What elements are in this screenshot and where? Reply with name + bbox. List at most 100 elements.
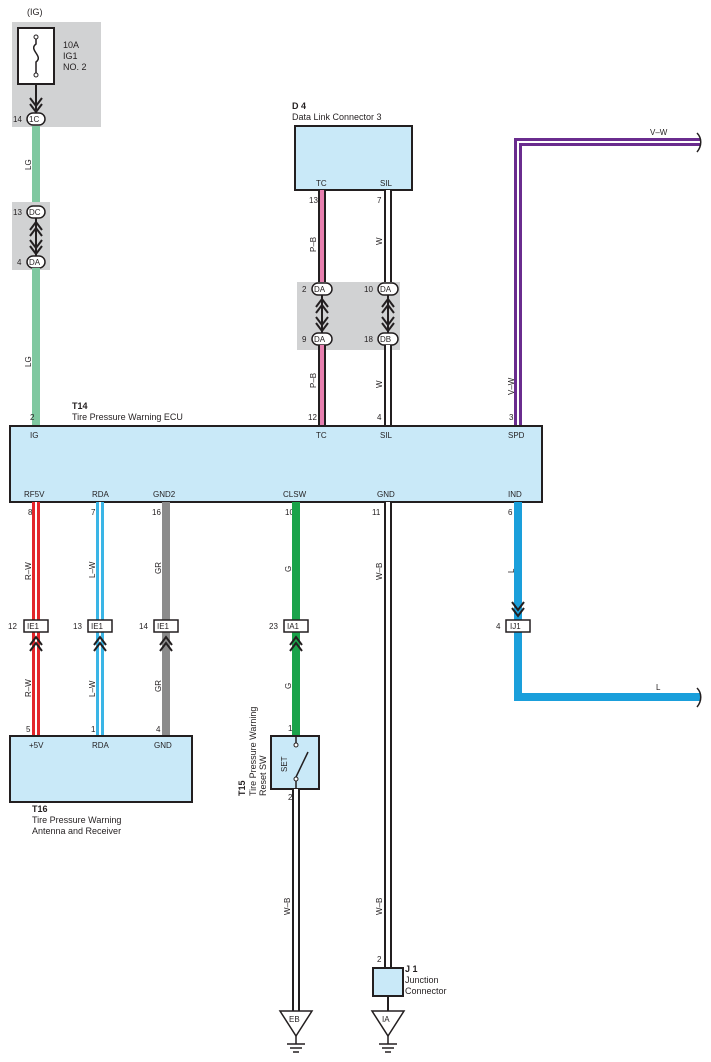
- svg-text:7: 7: [91, 508, 96, 517]
- wire-g: [292, 502, 300, 736]
- svg-text:5: 5: [26, 725, 31, 734]
- svg-text:13: 13: [13, 208, 22, 217]
- svg-text:TC: TC: [316, 431, 327, 440]
- svg-text:4: 4: [17, 258, 22, 267]
- t16-antenna-receiver: +5V RDA GND T16 Tire Pressure Warning An…: [9, 735, 193, 836]
- t16-ref: T16: [32, 804, 48, 814]
- wire-vw: [514, 138, 700, 426]
- svg-text:GND: GND: [154, 741, 172, 750]
- svg-text:DA: DA: [29, 258, 41, 267]
- svg-text:2: 2: [30, 413, 35, 422]
- svg-text:RF5V: RF5V: [24, 490, 45, 499]
- wire-lg-2: [32, 268, 40, 426]
- svg-text:R–W: R–W: [24, 562, 33, 580]
- svg-text:2: 2: [377, 955, 382, 964]
- d4-name: Data Link Connector 3: [292, 112, 382, 122]
- t16-name1: Tire Pressure Warning: [32, 815, 121, 825]
- wire-pb-upper: [318, 190, 326, 286]
- svg-text:1: 1: [91, 725, 96, 734]
- t14-ref: T14: [72, 401, 88, 411]
- svg-text:W–B: W–B: [375, 898, 384, 915]
- wire-w-lower: [384, 345, 392, 426]
- svg-text:RDA: RDA: [92, 741, 110, 750]
- svg-text:13: 13: [309, 196, 318, 205]
- svg-text:GR: GR: [154, 562, 163, 574]
- svg-text:IE1: IE1: [27, 622, 40, 631]
- svg-text:12: 12: [8, 622, 17, 631]
- svg-text:18: 18: [364, 335, 373, 344]
- t14-name: Tire Pressure Warning ECU: [72, 412, 183, 422]
- svg-text:10: 10: [364, 285, 373, 294]
- svg-text:TC: TC: [316, 179, 327, 188]
- t15-name1: Tire Pressure Warning: [248, 707, 258, 796]
- svg-text:IG: IG: [30, 431, 38, 440]
- svg-text:L–W: L–W: [88, 561, 97, 578]
- ground-ia-icon: IA: [370, 1010, 406, 1053]
- pin-14: 14: [13, 115, 22, 124]
- wire-break-icon: [696, 687, 702, 708]
- t15-reset-switch: 1 2 SET T15 Tire Pressure Warning Reset …: [237, 707, 320, 802]
- wire-rw: [32, 502, 40, 736]
- svg-text:12: 12: [308, 413, 317, 422]
- svg-text:DA: DA: [314, 285, 326, 294]
- d4-data-link-connector: D 4 Data Link Connector 3 TC SIL: [292, 101, 413, 191]
- svg-text:R–W: R–W: [24, 679, 33, 697]
- ground-eb-icon: EB: [278, 1010, 314, 1053]
- svg-text:W–B: W–B: [375, 563, 384, 580]
- fuse-name1: IG1: [63, 51, 78, 61]
- wire-lw: [96, 502, 104, 736]
- connector-ie1-c: IE1 14: [139, 619, 179, 652]
- fuse-block: (IG) 10A IG1 NO. 2 1C 14: [12, 7, 101, 127]
- wire-lg-1: [32, 126, 40, 208]
- junction-da-db: DA 2 DA 9 DA 10 DB 18: [297, 282, 400, 350]
- svg-text:3: 3: [509, 413, 514, 422]
- svg-text:14: 14: [139, 622, 148, 631]
- svg-text:W: W: [375, 237, 384, 245]
- svg-text:DA: DA: [380, 285, 392, 294]
- switch-contact-icon: [295, 751, 309, 778]
- fuse-name2: NO. 2: [63, 62, 87, 72]
- svg-text:13: 13: [73, 622, 82, 631]
- svg-text:4: 4: [156, 725, 161, 734]
- wire-w-upper: [384, 190, 392, 286]
- svg-text:DB: DB: [380, 335, 391, 344]
- connector-ij1: IJ1 4: [496, 601, 531, 633]
- male-terminal-icon: [29, 97, 43, 114]
- svg-text:4: 4: [377, 413, 382, 422]
- t15-ref: T15: [237, 780, 247, 796]
- svg-text:8: 8: [28, 508, 33, 517]
- t15-name2: Reset SW: [258, 755, 268, 796]
- svg-text:P–B: P–B: [309, 373, 318, 388]
- svg-text:W–B: W–B: [283, 898, 292, 915]
- wire-wb-gnd: [384, 502, 392, 968]
- svg-text:7: 7: [377, 196, 382, 205]
- svg-text:IJ1: IJ1: [510, 622, 521, 631]
- svg-text:GR: GR: [154, 680, 163, 692]
- svg-text:SPD: SPD: [508, 431, 525, 440]
- svg-text:LG: LG: [24, 356, 33, 367]
- t14-ecu: T14 Tire Pressure Warning ECU 2 IG 12 TC…: [9, 401, 543, 503]
- svg-text:IE1: IE1: [91, 622, 104, 631]
- j1-junction-connector: 2 J 1 Junction Connector: [372, 955, 447, 997]
- svg-text:RDA: RDA: [92, 490, 110, 499]
- svg-text:+5V: +5V: [29, 741, 44, 750]
- svg-text:4: 4: [496, 622, 501, 631]
- svg-text:9: 9: [302, 335, 307, 344]
- connector-1c: [26, 112, 46, 126]
- svg-text:GND2: GND2: [153, 490, 176, 499]
- svg-text:V–W: V–W: [507, 377, 516, 395]
- svg-text:23: 23: [269, 622, 278, 631]
- wire-break-icon: [696, 132, 702, 153]
- svg-text:DC: DC: [29, 208, 41, 217]
- svg-text:IE1: IE1: [157, 622, 170, 631]
- svg-text:10: 10: [285, 508, 294, 517]
- svg-text:L–W: L–W: [88, 680, 97, 697]
- svg-text:2: 2: [288, 793, 293, 802]
- svg-text:SIL: SIL: [380, 431, 393, 440]
- svg-text:16: 16: [152, 508, 161, 517]
- j1-ref: J 1: [405, 964, 418, 974]
- svg-text:DA: DA: [314, 335, 326, 344]
- fuse-element-icon: [33, 36, 39, 76]
- svg-text:IA: IA: [382, 1015, 390, 1024]
